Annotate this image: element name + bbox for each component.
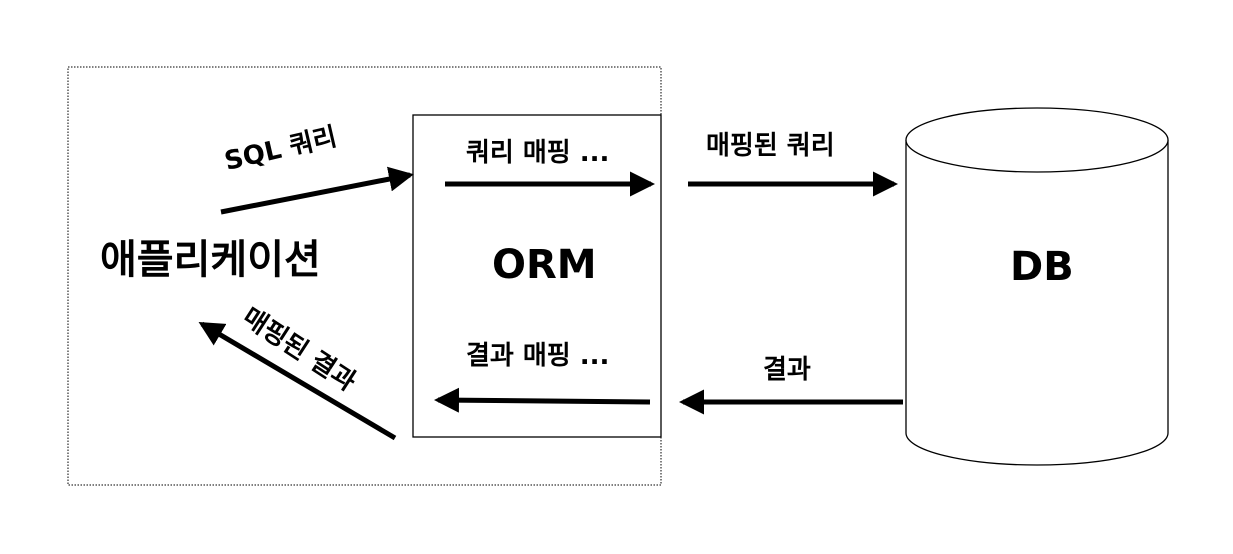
query-mapping-label: 쿼리 매핑 ... <box>466 138 610 168</box>
result-mapping-label: 결과 매핑 ... <box>466 341 610 371</box>
application-label: 애플리케이션 <box>100 237 321 283</box>
mapped-query-label: 매핑된 쿼리 <box>706 131 835 161</box>
result-label: 결과 <box>763 355 811 385</box>
arrow-result-mapping <box>434 387 651 413</box>
db-cylinder <box>905 107 1169 466</box>
arrow-mapped-result <box>198 321 397 441</box>
db-label: DB <box>1010 244 1074 290</box>
orm-box <box>412 114 662 438</box>
arrow-sql-query <box>220 166 414 215</box>
orm-label: ORM <box>492 242 597 288</box>
